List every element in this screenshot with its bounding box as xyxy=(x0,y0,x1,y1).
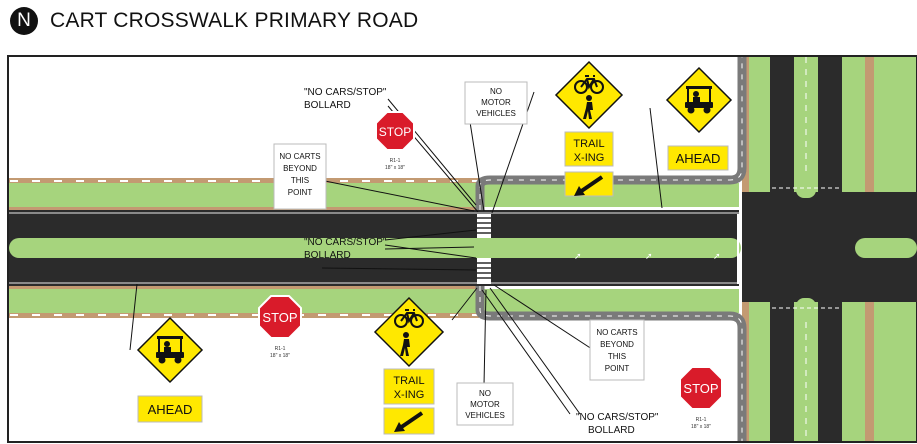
bollard-bottom-line2: BOLLARD xyxy=(588,425,635,436)
trail-north-line2: X-ING xyxy=(574,152,605,164)
stop-south-code: R1-1 xyxy=(696,417,707,423)
bollard-mid-line2: BOLLARD xyxy=(304,250,351,261)
page-title: CART CROSSWALK PRIMARY ROAD xyxy=(50,9,419,32)
no-motor-top-line2: MOTOR xyxy=(481,98,511,107)
callout-no-motor-top: NO MOTOR VEHICLES xyxy=(464,81,528,125)
no-motor-bottom-line3: VEHICLES xyxy=(465,411,505,420)
ahead-south: AHEAD xyxy=(148,402,193,417)
island-south xyxy=(796,298,816,320)
leader-lines xyxy=(129,91,663,415)
grass-north xyxy=(9,183,739,207)
stop-north-code: R1-1 xyxy=(390,158,401,164)
crosswalk xyxy=(477,214,491,284)
trail-north-line1: TRAIL xyxy=(573,138,604,150)
ahead-north: AHEAD xyxy=(676,151,721,166)
grass-south xyxy=(9,289,739,313)
stop-sign-icon xyxy=(375,111,415,151)
no-motor-top-line3: VEHICLES xyxy=(476,109,516,118)
stop-sign-icon xyxy=(679,366,723,410)
trail-sign-south: TRAIL X-ING xyxy=(373,296,445,435)
no-carts-bottom-line1: NO CARTS xyxy=(596,328,637,337)
lane-arrow-1: ➚ xyxy=(574,251,582,261)
median-east xyxy=(855,238,917,258)
callout-bollard-mid: "NO CARS/STOP" BOLLARD xyxy=(304,237,387,261)
stop-north-word: STOP xyxy=(379,125,411,139)
no-motor-bottom-line2: MOTOR xyxy=(470,400,500,409)
lane-arrow-2: ➚ xyxy=(645,251,653,261)
no-carts-top-line4: POINT xyxy=(288,188,313,197)
stop-south-word: STOP xyxy=(683,381,718,396)
no-carts-top-line2: BEYOND xyxy=(283,164,317,173)
stop-west-code: R1-1 xyxy=(275,346,286,352)
stop-south-size: 18" x 18" xyxy=(691,424,711,430)
diagonal-arrow-icon xyxy=(574,175,604,196)
no-carts-bottom-line2: BEYOND xyxy=(600,340,634,349)
bollard-bottom-line1: "NO CARS/STOP" xyxy=(576,412,659,423)
callout-no-motor-bottom: NO MOTOR VEHICLES xyxy=(456,382,514,426)
trail-south-line1: TRAIL xyxy=(393,375,424,387)
stop-sign-south: STOP R1-1 18" x 18" xyxy=(679,366,723,430)
median xyxy=(9,238,741,258)
lane-arrow-3: ➚ xyxy=(713,251,721,261)
no-carts-top-line3: THIS xyxy=(291,176,309,185)
callout-no-carts-top: NO CARTS BEYOND THIS POINT xyxy=(273,143,327,210)
north-badge-icon: N xyxy=(10,7,38,35)
cart-sign-south: AHEAD xyxy=(136,316,204,423)
no-carts-bottom-line4: POINT xyxy=(605,364,630,373)
no-motor-bottom-line1: NO xyxy=(479,389,491,398)
stop-sign-north: STOP R1-1 18" x 18" xyxy=(375,111,415,171)
page-header: N CART CROSSWALK PRIMARY ROAD xyxy=(10,4,418,38)
no-carts-bottom-line3: THIS xyxy=(608,352,626,361)
north-badge-letter: N xyxy=(17,10,31,31)
callout-bollard-top: "NO CARS/STOP" BOLLARD xyxy=(304,87,387,111)
trail-sign-north: TRAIL X-ING xyxy=(554,60,624,197)
diagonal-arrow-icon xyxy=(394,411,424,432)
no-motor-top-line1: NO xyxy=(490,87,502,96)
bollard-mid-line1: "NO CARS/STOP" xyxy=(304,237,387,248)
callout-bollard-bottom: "NO CARS/STOP" BOLLARD xyxy=(576,412,659,436)
trail-south-line2: X-ING xyxy=(394,389,425,401)
stop-north-size: 18" x 18" xyxy=(385,165,405,171)
callout-no-carts-bottom: NO CARTS BEYOND THIS POINT xyxy=(589,319,645,381)
island-north xyxy=(796,176,816,198)
bollard-top-line2: BOLLARD xyxy=(304,100,351,111)
cart-path-south-dash xyxy=(479,286,743,441)
stop-sign-icon xyxy=(258,295,302,339)
no-carts-top-line1: NO CARTS xyxy=(279,152,320,161)
bollard-top-line1: "NO CARS/STOP" xyxy=(304,87,387,98)
cart-sign-north: AHEAD xyxy=(665,66,733,171)
stop-sign-west: STOP R1-1 18" x 18" xyxy=(258,295,302,359)
stop-west-word: STOP xyxy=(262,310,297,325)
stop-west-size: 18" x 18" xyxy=(270,353,290,359)
